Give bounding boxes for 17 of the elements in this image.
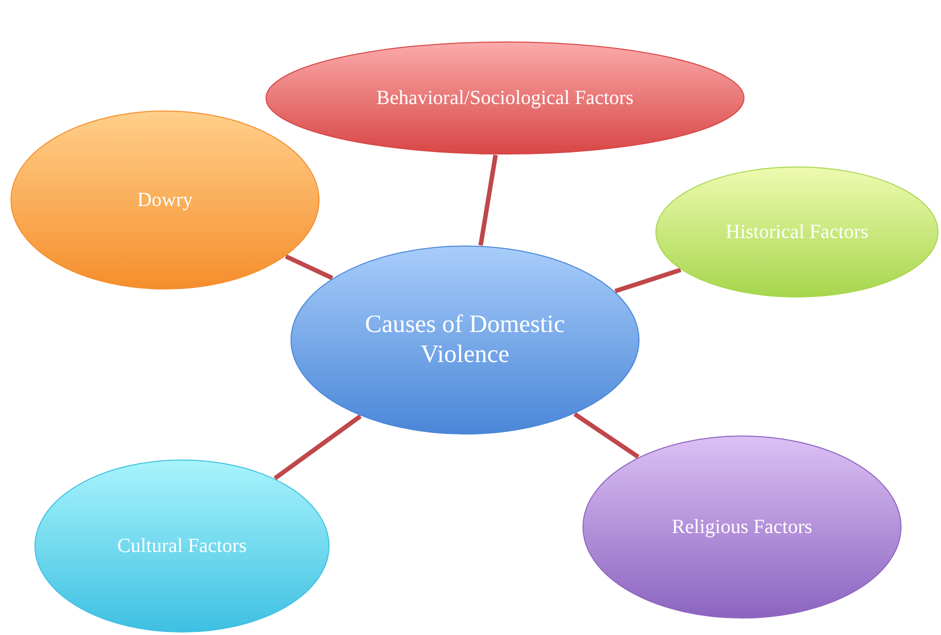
connector-line	[573, 412, 640, 459]
node-label: Cultural Factors	[117, 534, 247, 558]
oval-node	[10, 110, 320, 290]
connector-line	[284, 254, 334, 280]
node-label: Behavioral/Sociological Factors	[376, 86, 634, 110]
connector-line	[614, 268, 682, 294]
oval-node	[34, 459, 330, 633]
node-label: Religious Factors	[672, 515, 812, 539]
oval-node	[265, 41, 745, 155]
oval-node	[655, 166, 939, 298]
oval-node	[582, 435, 902, 619]
node-label: Historical Factors	[726, 220, 868, 244]
connector-line	[274, 414, 362, 480]
connector-line	[478, 154, 498, 246]
node-label: Causes of Domestic Violence	[364, 310, 566, 370]
node-label: Dowry	[137, 188, 193, 212]
oval-node	[290, 245, 640, 435]
